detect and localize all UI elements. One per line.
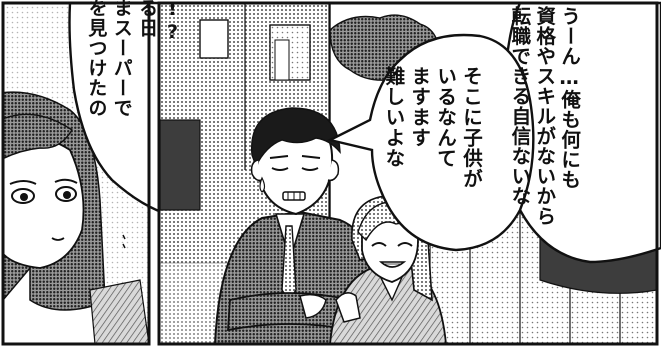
right-speech-bubble-b	[326, 33, 535, 252]
right-bubble-b-text: そこに子供が いるなんて ますます 難しいよな	[377, 66, 483, 189]
right-bubble-b-line-3: ますます	[407, 66, 431, 148]
left-bubble-line-1: でしょ!?	[162, 0, 184, 118]
right-bubble-a-line-1: うーん…俺も何にも	[557, 6, 581, 190]
right-bubble-a-line-2: 資格やスキルがないから	[532, 6, 556, 226]
right-bubble-b-line-4: 難しいよな	[381, 66, 405, 169]
right-bubble-a-line-3: 転職できる自信ないな	[507, 6, 531, 206]
right-bubble-b-line-1: そこに子供が	[459, 66, 483, 189]
right-bubble-a-text: うーん…俺も何にも 資格やスキルがないから 転職できる自信ないな	[504, 6, 581, 226]
left-bubble-line-2: で、ある日	[136, 0, 158, 118]
left-bubble-text: でしょ!? で、ある日 たまたまスーパーで チラシを見つけたの	[80, 0, 184, 118]
left-bubble-line-3: たまたまスーパーで	[110, 0, 133, 118]
left-bubble-line-4: チラシを見つけたの	[85, 0, 108, 118]
right-bubble-b-line-2: いるなんて	[433, 66, 457, 169]
